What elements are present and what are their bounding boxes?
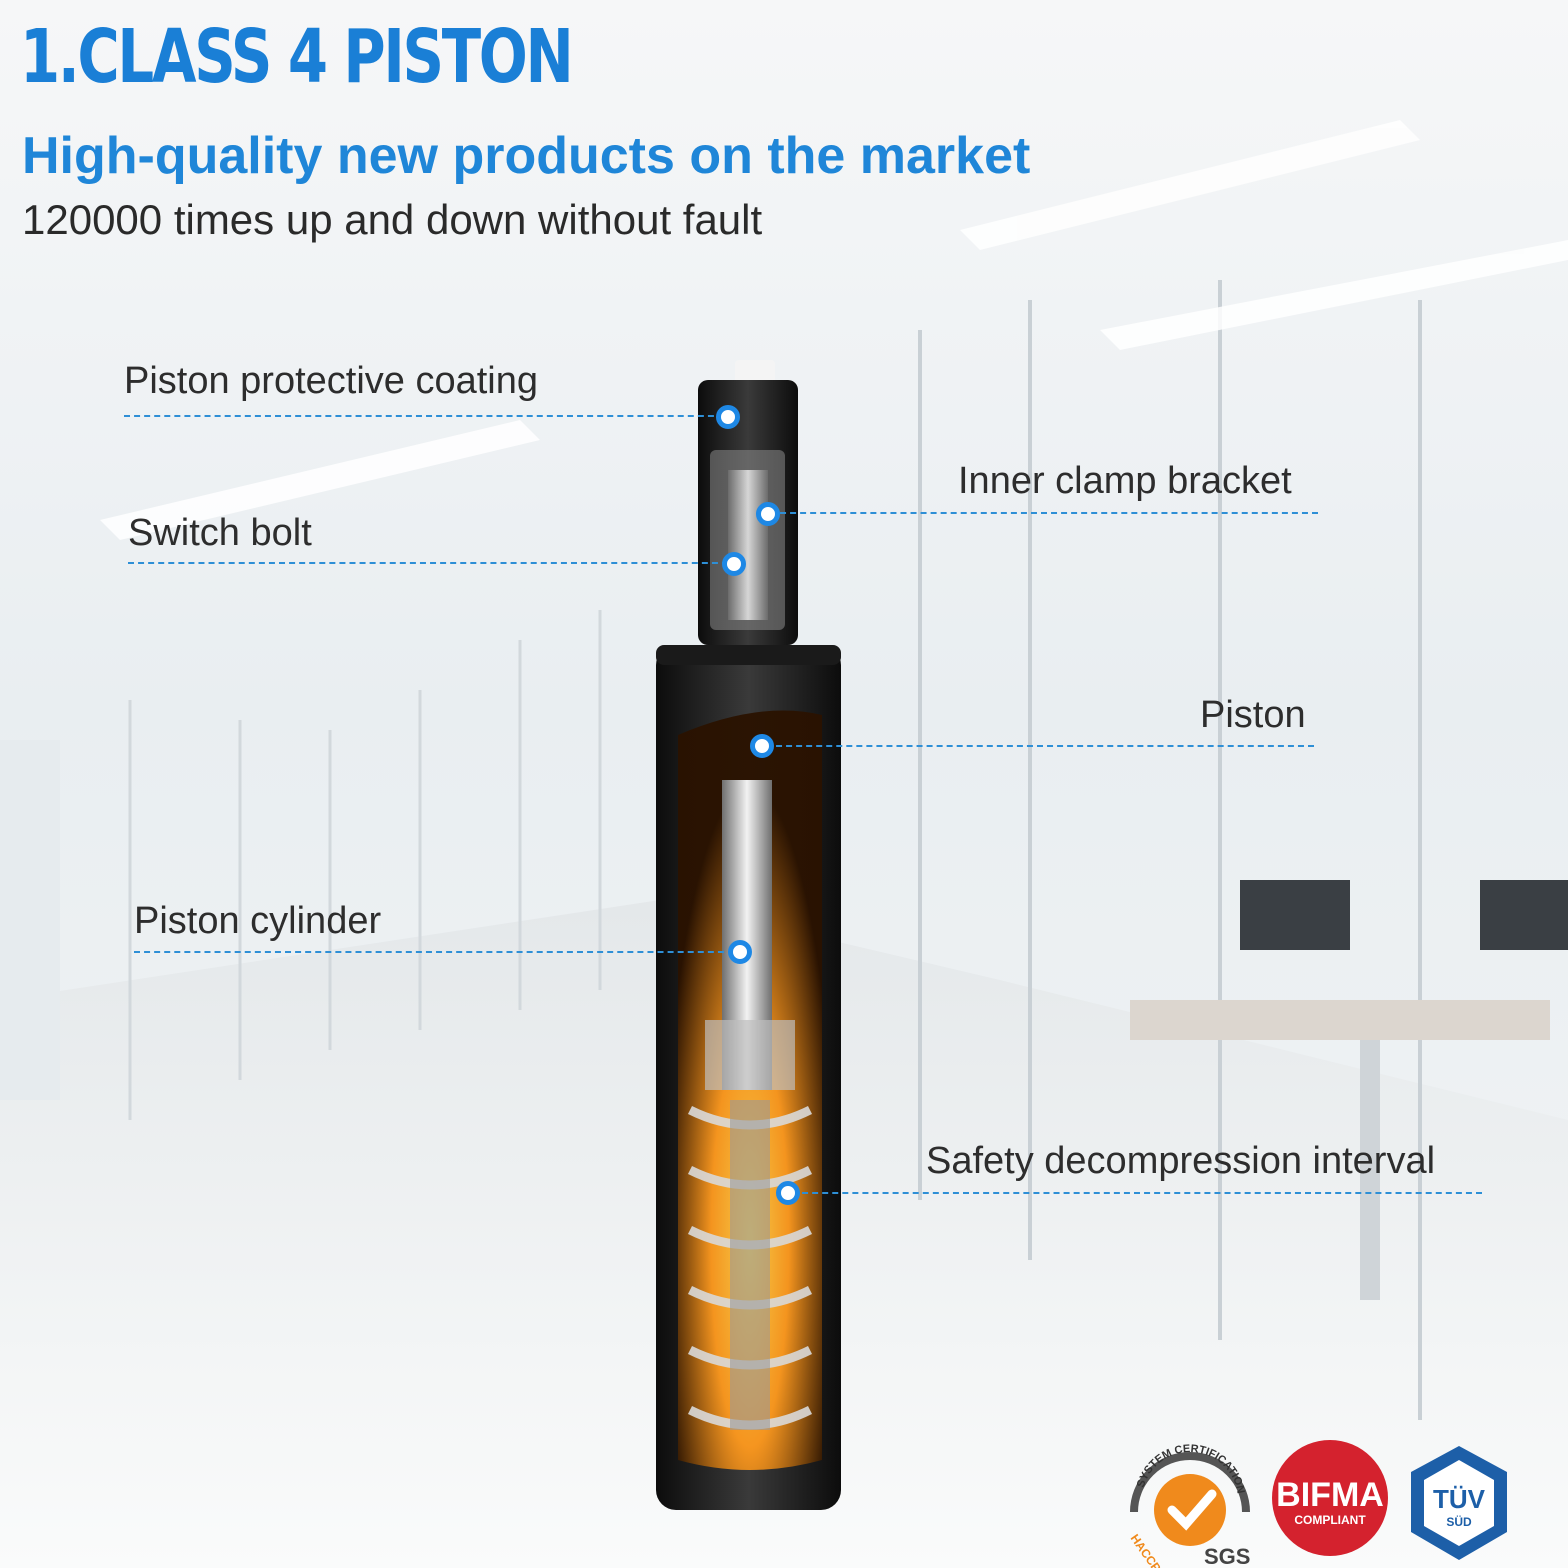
sgs-certification-badge: SYSTEM CERTIFICATION HACCP SGS	[1128, 1443, 1251, 1568]
svg-text:SGS: SGS	[1204, 1544, 1250, 1568]
callout-label-inner-clamp: Inner clamp bracket	[958, 460, 1292, 502]
page-title: 1.CLASS 4 PISTON	[20, 14, 574, 100]
callout-line-switch-bolt	[128, 562, 728, 564]
bifma-compliant-badge: BIFMA COMPLIANT	[1272, 1440, 1388, 1556]
svg-text:COMPLIANT: COMPLIANT	[1294, 1513, 1366, 1527]
callout-line-protective-coating	[124, 415, 724, 417]
callout-line-cylinder	[134, 951, 734, 953]
svg-text:BIFMA: BIFMA	[1276, 1476, 1384, 1514]
callout-dot-piston	[750, 734, 774, 758]
tuv-sud-badge: TÜV SÜD	[1411, 1446, 1507, 1560]
callout-dot-inner-clamp	[756, 502, 780, 526]
callout-label-decompression: Safety decompression interval	[926, 1140, 1436, 1182]
page-subtitle: High-quality new products on the market	[22, 127, 1031, 185]
svg-text:HACCP: HACCP	[1128, 1532, 1164, 1568]
durability-tagline: 120000 times up and down without fault	[22, 196, 763, 243]
svg-text:SÜD: SÜD	[1446, 1514, 1472, 1529]
callout-dot-cylinder	[728, 940, 752, 964]
svg-text:TÜV: TÜV	[1433, 1484, 1486, 1514]
callout-label-cylinder: Piston cylinder	[134, 900, 382, 942]
callout-label-switch-bolt: Switch bolt	[128, 512, 312, 554]
callout-dot-switch-bolt	[722, 552, 746, 576]
callout-dot-decompression	[776, 1181, 800, 1205]
callout-label-piston: Piston	[1200, 694, 1306, 736]
callout-line-inner-clamp	[770, 512, 1318, 514]
callout-line-piston	[766, 745, 1314, 747]
callout-line-decompression	[792, 1192, 1482, 1194]
callout-label-protective-coating: Piston protective coating	[124, 360, 539, 402]
callout-dot-protective-coating	[716, 405, 740, 429]
